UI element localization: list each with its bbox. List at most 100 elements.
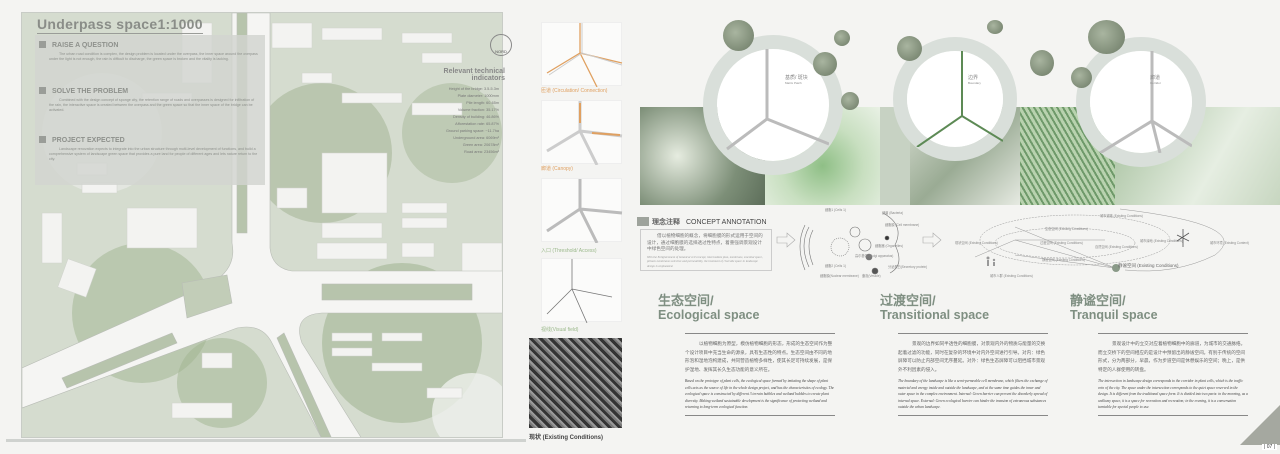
space-text-zh: 景观设计中的立交对应着植物细胞中的廊道，为城市的交通脉络。而立交桥下的空间相应的… [1098,341,1246,372]
diagram-canopy [541,100,623,166]
intro-panel: RAISE A QUESTION The urban road conditio… [35,35,265,185]
space-title: 生态空间/Ecological space [658,293,760,323]
existing-aerial-photo [529,338,622,428]
diagram-visual-field [541,258,622,324]
indicator-row: Road area: 23456m² [464,150,499,154]
concept-text-zh: 借以植物细胞的概念，将细胞膜的形式运用于空间的设计，通过细胞膜的选择透过性特点，… [647,233,763,251]
indicator-row: Ground parking space: ~11.7ha [445,129,499,133]
flow-diagram-label: 静谧空间 (Existing Conditions) [1042,258,1085,262]
technical-indicators: Relevant technical indicators Height of … [415,68,505,156]
concept-box: 借以植物细胞的概念，将细胞膜的形式运用于空间的设计，通过细胞膜的选择透过性特点，… [640,229,772,271]
caption-circulation: 匝道 (Circulation/ Connection) [541,88,608,94]
space-title: 过渡空间/Transitional space [880,293,990,323]
indicator-row: Pile length: 60-65m [466,101,499,105]
flow-diagram-label: 城市环境 (Existing Context) [1210,241,1249,245]
cell-diagram-label: 分泌蛋白(Secretory protein) [888,265,928,269]
caption-visual-field: 视线(Visual field) [541,327,579,333]
ring-zh: 廊道 [1150,75,1161,81]
caption-existing: 现状 (Existing Conditions) [529,435,603,441]
north-arrow-icon: NORD [490,34,512,56]
indicator-row: Plate diameter: 1000mm [457,94,499,98]
space-text-en: The intersection in landscape design cor… [1098,379,1248,409]
flow-diagram-label: 城市绿地 (Existing Conditions) [1140,239,1183,243]
arrow-icon [776,232,796,248]
site-plan-map [21,12,503,438]
indicator-row: Height of the bridge: 3.5-5.3m [448,87,499,91]
people-icon [986,256,996,266]
flow-main-label: 静谧空间 (Existing Conditions) [1118,263,1179,268]
photo-bubble [987,20,1003,34]
diagram-circulation [541,22,623,88]
ring-matrix-plan [717,49,830,161]
cell-diagram-label: 细菌 (Bacteria) [882,211,904,215]
board-frame [6,420,526,442]
space-title: 静谧空间/Tranquil space [1070,293,1158,323]
concept-text-en: With the Enlightenment of botanical cell… [647,254,763,268]
caption-threshold: 入口 (Threshold/ Access) [541,248,597,254]
space-description: 以植物细胞为原型，模仿植物细胞的形态，形成的生态空间作为整个设计项目中充当生命的… [685,333,835,416]
flow-diagram-label: 城市道路 (Existing Conditions) [1100,214,1143,218]
ring-zh: 基质/ 斑块 [785,75,808,81]
ring-en: Matrix Patch [785,81,802,85]
diagram-threshold [541,178,623,244]
flow-diagram-label: 生态空间 (Existing Conditions) [1045,227,1088,231]
section-heading: RAISE A QUESTION [39,41,118,49]
space-title-zh: 生态空间/ [658,293,714,308]
ring-zh: 边界 [968,75,979,81]
concept-heading-zh: 理念注释 [652,219,680,226]
concept-diagrams [776,208,1225,275]
space-description: 景观设计中的立交对应着植物细胞中的廊道，为城市的交通脉络。而立交桥下的空间相应的… [1098,333,1248,416]
cell-diagram-label: 细胞膜(Nuclear membrane) [820,274,859,278]
indicators-heading: Relevant technical indicators [443,68,505,82]
space-text-en: Based on the prototype of plant cells, t… [685,379,835,409]
cell-diagram-label: 细胞1 (Cells 1) [825,208,846,212]
ring-en: Boundary [968,81,981,85]
space-title-en: Transitional space [880,308,990,322]
concept-heading-en: CONCEPT ANNOTATION [686,219,767,226]
page-corner [1240,405,1280,445]
ring-en: Corridor [1150,81,1161,85]
photo-bubble [841,92,859,110]
north-label: NORD [495,49,507,54]
concept-heading: 理念注释 CONCEPT ANNOTATION [637,217,767,227]
ring-corridor-plan [1090,51,1193,155]
space-description: 景观的边界如同半透性的细胞膜，对景观内外的物质与能量的交换起着过滤的功能，同时在… [898,333,1048,416]
cell-diagram-label: 高尔基体 (Golgi apparatus) [855,254,894,258]
photo-bubble [813,52,837,76]
section-text: Combined with the design concept of spon… [49,98,255,112]
indicator-row: Density of building: 46.86% [452,115,499,119]
space-title-zh: 过渡空间/ [880,293,936,308]
space-title-en: Tranquil space [1070,308,1158,322]
cell-diagram [799,212,900,275]
space-title-zh: 静谧空间/ [1070,293,1126,308]
photo-bubble [1030,50,1054,76]
cell-diagram-label: 囊泡(Vesicle) [862,274,881,278]
space-text-en: The boundary of the landscape is like a … [898,379,1048,409]
space-title-en: Ecological space [658,308,760,322]
cell-diagram-label: 细胞2 (Cells 1) [825,264,846,268]
indicator-row: Volume fraction: 35.17% [457,108,499,112]
flow-diagram-label: 城市人群 (Existing Conditions) [990,274,1033,278]
section-heading: SOLVE THE PROBLEM [39,87,128,95]
space-text-zh: 以植物细胞为原型，模仿植物细胞的形态，形成的生态空间作为整个设计项目中充当生命的… [685,341,833,372]
space-text-zh: 景观的边界如同半透性的细胞膜，对景观内外的物质与能量的交换起着过滤的功能，同时在… [898,341,1046,372]
photo-bubble [1071,67,1092,88]
photo-bubble [723,20,754,51]
indicator-row: Green area: 20678m² [462,143,499,147]
flow-diagram-label: 现状空间 (Existing Conditions) [955,241,998,245]
caption-canopy: 廊道 (Canopy) [541,166,573,172]
heading-square-icon [637,217,649,226]
arrow-icon [922,232,942,248]
section-text: The urban road condition is complex, the… [49,52,258,61]
flow-diagram-label: 自然空间 (Existing Conditions) [1095,245,1138,249]
tree-icon [1176,229,1190,247]
page-number: | 07 | [1262,444,1277,450]
indicator-row: Afforestation rate: 65.87% [455,122,499,126]
section-text: Landscape renovation expects to integrat… [49,147,258,161]
page-title: Underpass space1:1000 [37,16,203,34]
ring-boundary-plan [907,51,1004,148]
photo-bubble [1088,20,1125,54]
